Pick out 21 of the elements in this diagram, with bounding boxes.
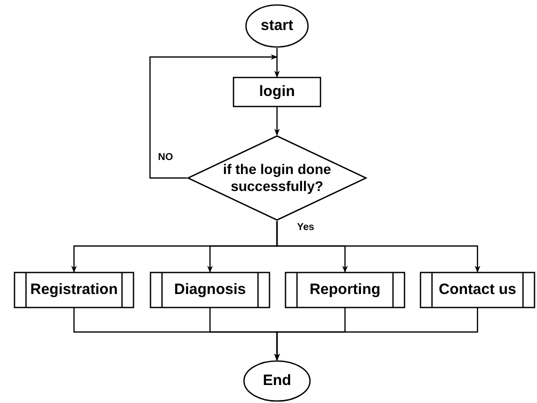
subprocess-box (14, 272, 134, 308)
node-label: start (260, 17, 294, 35)
node-label: Contact us (438, 281, 516, 299)
arrow (276, 221, 480, 273)
terminal-ellipse (245, 4, 309, 48)
subprocess-box (420, 272, 535, 308)
node-label: Reporting (310, 281, 380, 299)
arrow (274, 308, 478, 361)
arrow (274, 48, 280, 78)
process-box (233, 77, 321, 107)
node-label: End (262, 372, 292, 390)
node-label: login (259, 83, 295, 101)
subprocess-box (285, 272, 405, 308)
terminal-ellipse (243, 360, 311, 402)
decision-text: if the login done successfully? (222, 161, 332, 195)
arrow (274, 107, 280, 136)
node-label: Diagnosis (174, 281, 246, 299)
decision-diamond (187, 135, 367, 221)
node-label: Registration (30, 281, 118, 299)
subprocess-box (150, 272, 270, 308)
arrow (149, 54, 278, 179)
